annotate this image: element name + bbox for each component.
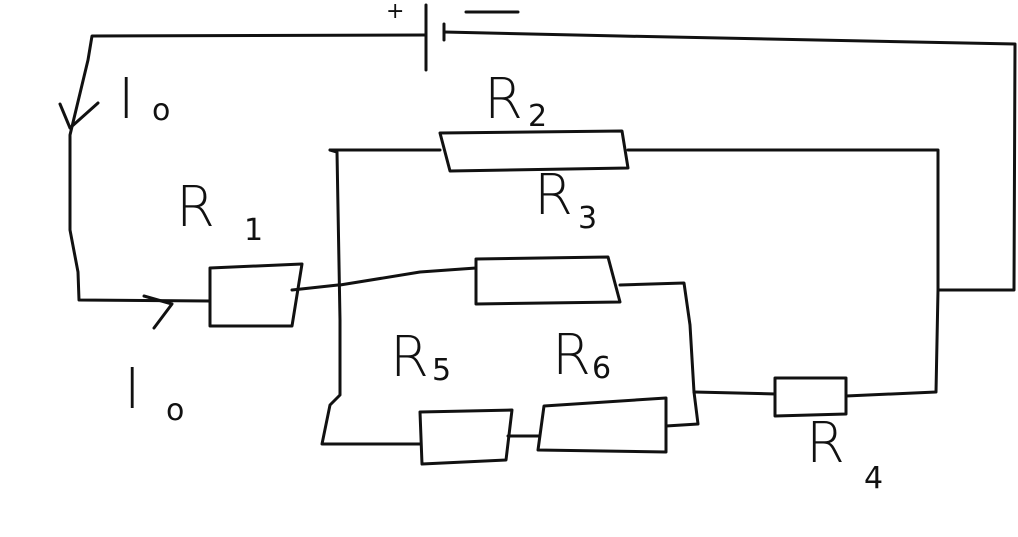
current-label-bottom-symbol: I: [124, 357, 141, 422]
current-arrow-top-icon: [58, 101, 100, 130]
wire-left-rail: [320, 148, 424, 446]
resistor-label-r3: R 3: [534, 163, 597, 236]
resistor-r3: [474, 255, 622, 306]
wire-r1-to-junction: [290, 283, 340, 292]
resistor-label-r3-subscript: 3: [578, 201, 597, 236]
current-label-top: I o: [118, 67, 170, 132]
resistor-label-r2: R 2: [484, 67, 547, 134]
current-label-top-symbol: I: [118, 67, 135, 132]
resistor-r5: [418, 408, 514, 466]
outer-loop: [68, 30, 1017, 303]
resistor-label-r1-symbol: R: [176, 175, 215, 240]
resistor-label-r3-symbol: R: [534, 163, 573, 228]
resistor-r2: [438, 129, 630, 173]
wire-r4-left: [692, 390, 778, 396]
current-arrow-bottom-icon: [142, 294, 174, 330]
resistor-label-r4-subscript: 4: [864, 461, 883, 496]
current-label-bottom-subscript: o: [166, 393, 184, 428]
current-label-top-subscript: o: [152, 93, 170, 128]
wire-r4-right: [844, 288, 940, 398]
battery-plus-label: +: [386, 0, 404, 24]
battery: +: [386, 0, 520, 72]
resistor-label-r4-symbol: R: [806, 411, 845, 476]
resistor-label-r6-symbol: R: [552, 323, 591, 388]
resistor-label-r5: R 5: [390, 325, 451, 390]
wire-r3-left: [338, 266, 478, 287]
resistor-label-r2-symbol: R: [484, 67, 523, 132]
resistor-r1: [208, 262, 304, 328]
resistor-label-r2-subscript: 2: [528, 99, 547, 134]
resistor-label-r1-subscript: 1: [244, 213, 263, 248]
resistor-r4: [773, 376, 848, 418]
current-label-bottom: I o: [124, 357, 184, 428]
wire-top-right: [442, 30, 1017, 292]
resistor-label-r5-symbol: R: [390, 325, 429, 390]
resistor-label-r6-subscript: 6: [592, 351, 611, 386]
wire-r6-right: [664, 390, 700, 428]
resistor-label-r5-subscript: 5: [432, 353, 451, 388]
wire-top-left: [68, 33, 428, 303]
resistor-label-r4: R 4: [806, 411, 883, 496]
wire-r3-right: [618, 281, 696, 394]
resistor-label-r6: R 6: [552, 323, 611, 388]
resistor-label-r1: R 1: [176, 175, 263, 248]
wire-r2-right: [626, 148, 940, 292]
resistor-r6: [536, 396, 668, 454]
